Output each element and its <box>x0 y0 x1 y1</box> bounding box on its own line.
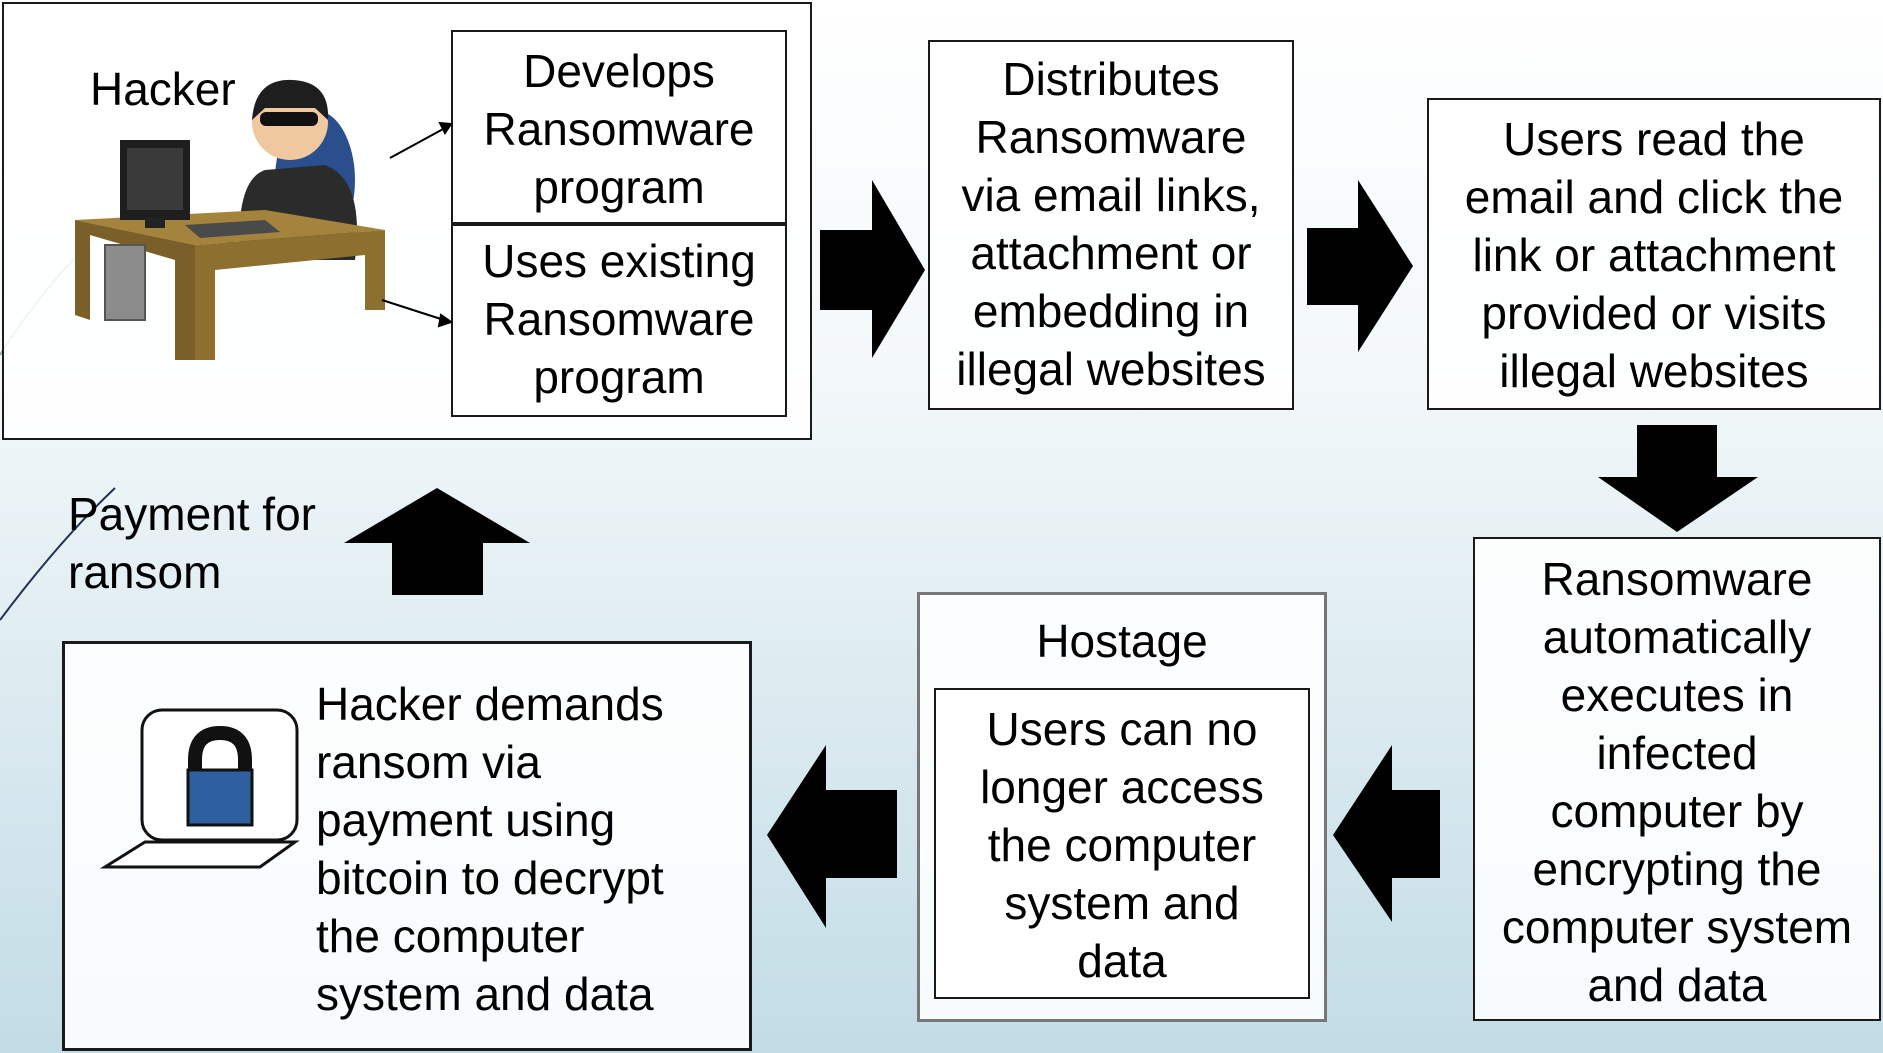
hostage-body-text: Users can no longer access the computer … <box>980 703 1264 987</box>
users-click-box <box>1427 98 1881 410</box>
locked-laptop-icon <box>100 708 300 869</box>
develops-box <box>451 30 787 224</box>
distributes-text: Distributes Ransomware via email links, … <box>956 53 1266 395</box>
uses-existing-text: Uses existing Ransomware program <box>482 235 756 403</box>
demands-text: Hacker demands ransom via payment using … <box>316 678 664 1020</box>
hostage-title: Hostage <box>1036 615 1208 667</box>
executes-box <box>1473 537 1881 1021</box>
executes-text: Ransomware automatically executes in inf… <box>1501 553 1853 1011</box>
hostage-inner-box <box>934 688 1310 999</box>
hacker-illustration <box>75 79 385 360</box>
distributes-box <box>928 40 1294 410</box>
users-click-text: Users read the email and click the link … <box>1464 113 1844 397</box>
hacker-label: Hacker <box>90 63 236 115</box>
payment-label: Payment for ransom <box>68 488 316 598</box>
develops-text: Develops Ransomware program <box>483 45 755 213</box>
